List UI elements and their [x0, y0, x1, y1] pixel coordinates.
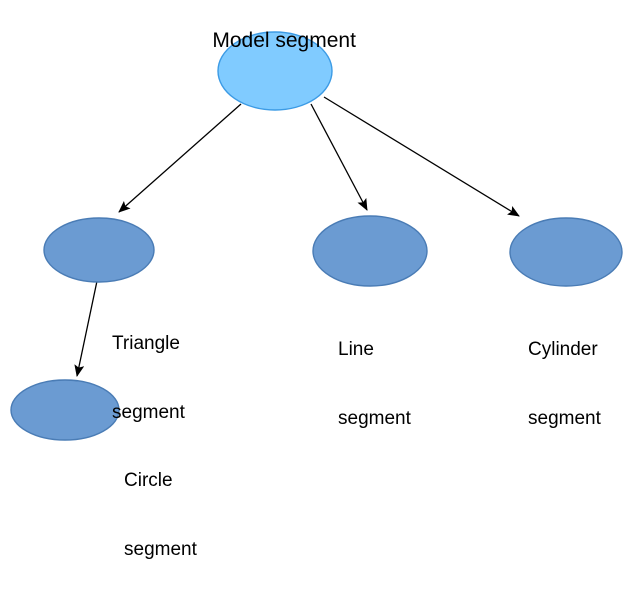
label-line-segment-line2: segment [338, 408, 411, 429]
label-circle-segment-line2: segment [124, 539, 197, 560]
node-model-segment[interactable] [217, 31, 333, 111]
label-circle-segment: Circle segment [124, 423, 197, 607]
label-cylinder-segment-line1: Cylinder [528, 339, 598, 360]
label-triangle-segment: Triangle segment [112, 286, 185, 470]
node-group [10, 31, 623, 441]
label-cylinder-segment: Cylinder segment [528, 292, 601, 476]
node-line-segment[interactable] [312, 215, 428, 287]
diagram-canvas-root: Model segment Triangle segment Line segm… [10, 3, 623, 560]
label-cylinder-segment-line2: segment [528, 408, 601, 429]
edge-model-to-triangle [118, 103, 242, 213]
label-model-segment: Model segment [189, 3, 356, 78]
label-triangle-segment-line1: Triangle [112, 333, 180, 354]
label-circle-segment-line1: Circle [124, 470, 173, 491]
diagram-svg [10, 31, 623, 441]
node-circle-segment[interactable] [10, 379, 120, 441]
node-triangle-segment[interactable] [43, 217, 155, 283]
label-line-segment: Line segment [338, 292, 411, 476]
edge-triangle-to-circle [74, 280, 98, 377]
node-cylinder-segment[interactable] [509, 217, 623, 287]
edge-model-to-line [310, 103, 368, 211]
edge-model-to-cylinder [323, 96, 520, 217]
label-model-segment-line1: Model segment [212, 29, 356, 52]
label-triangle-segment-line2: segment [112, 402, 185, 423]
edge-group [74, 96, 520, 377]
label-line-segment-line1: Line [338, 339, 374, 360]
